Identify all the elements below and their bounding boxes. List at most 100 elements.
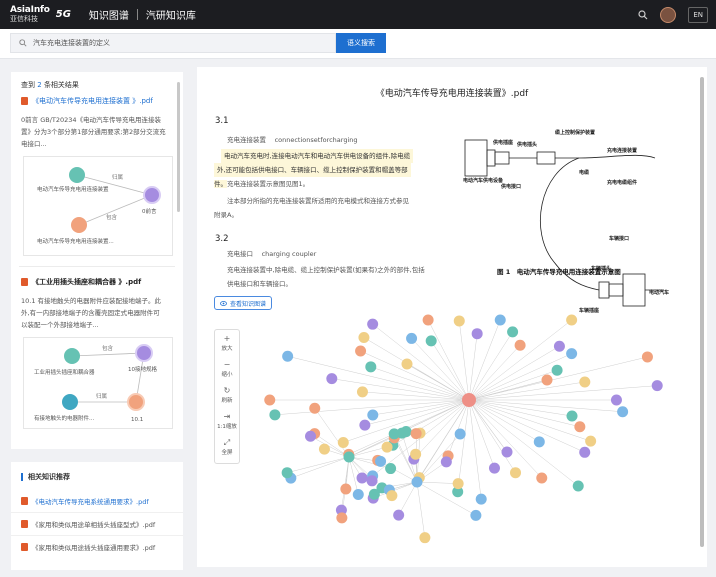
graph-node[interactable]: [64, 348, 80, 364]
graph-node[interactable]: [510, 467, 522, 479]
graph-node[interactable]: [566, 314, 578, 326]
graph-node[interactable]: [359, 419, 371, 431]
graph-node[interactable]: [574, 421, 586, 433]
graph-node[interactable]: [358, 331, 370, 343]
graph-node[interactable]: [641, 351, 653, 363]
graph-node[interactable]: [396, 427, 408, 439]
graph-node[interactable]: [453, 315, 465, 327]
graph-node[interactable]: [452, 478, 464, 490]
graph-node[interactable]: [62, 394, 78, 410]
graph-node[interactable]: [406, 332, 418, 344]
graph-node[interactable]: [355, 345, 367, 357]
graph-node[interactable]: [425, 335, 437, 347]
graph-node[interactable]: [367, 409, 379, 421]
graph-node[interactable]: [269, 409, 281, 421]
graph-node[interactable]: [475, 493, 487, 505]
scrollbar[interactable]: [700, 77, 704, 547]
nav-auto-library[interactable]: 汽研知识库: [145, 11, 196, 22]
graph-node[interactable]: [309, 402, 321, 414]
graph-node[interactable]: [536, 472, 548, 484]
graph-node[interactable]: [381, 441, 393, 453]
graph-node[interactable]: [410, 428, 422, 440]
graph-node[interactable]: [470, 509, 482, 521]
graph-node[interactable]: [143, 186, 161, 204]
graph-hub-node[interactable]: [343, 451, 355, 463]
language-switch[interactable]: EN: [688, 6, 708, 23]
graph-node[interactable]: [127, 393, 145, 411]
search-input[interactable]: 汽车充电连接装置的定义: [10, 33, 336, 53]
graph-node[interactable]: [617, 406, 629, 418]
refresh-button[interactable]: ↻刷新: [221, 385, 233, 404]
graph-node[interactable]: [471, 328, 483, 340]
graph-node[interactable]: [579, 446, 591, 458]
graph-node[interactable]: [507, 326, 519, 338]
scrollbar[interactable]: [177, 82, 180, 212]
graph-node[interactable]: [352, 489, 364, 501]
graph-node[interactable]: [69, 167, 85, 183]
recommendation-item[interactable]: 《电动汽车传导充电系统通用要求》.pdf: [11, 490, 183, 512]
graph-node[interactable]: [335, 504, 347, 516]
graph-node[interactable]: [419, 532, 431, 544]
graph-node[interactable]: [572, 480, 584, 492]
graph-node[interactable]: [305, 430, 317, 442]
graph-node[interactable]: [356, 386, 368, 398]
graph-node[interactable]: [264, 394, 276, 406]
result-mini-graph[interactable]: 工业用插头插座和耦合器 10接地规格 有接地触头的电器附件... 10.1 包含…: [23, 337, 173, 429]
graph-node[interactable]: [71, 217, 87, 233]
reset-scale-button[interactable]: ⇥1:1缩放: [217, 411, 237, 430]
user-avatar[interactable]: [660, 6, 677, 23]
zoom-in-button[interactable]: +放大: [221, 333, 233, 352]
graph-hub-node[interactable]: [541, 374, 553, 386]
zoom-out-button[interactable]: −缩小: [221, 359, 233, 378]
brand-logo[interactable]: AsiaInfo 亚信科技 5G: [10, 5, 71, 24]
recommendation-item[interactable]: 《家用和类似用途单相插头插座型式》.pdf: [11, 512, 183, 535]
semantic-search-button[interactable]: 语义搜索: [336, 33, 386, 53]
graph-node[interactable]: [386, 490, 398, 502]
graph-node[interactable]: [566, 410, 578, 422]
graph-node[interactable]: [488, 462, 500, 474]
knowledge-graph-canvas[interactable]: [257, 312, 707, 567]
graph-node[interactable]: [422, 314, 434, 326]
graph-node[interactable]: [281, 467, 293, 479]
graph-node[interactable]: [318, 443, 330, 455]
search-icon[interactable]: [638, 9, 648, 20]
graph-node[interactable]: [651, 380, 663, 392]
graph-node[interactable]: [514, 339, 526, 351]
graph-node[interactable]: [454, 428, 466, 440]
graph-node[interactable]: [585, 435, 597, 447]
graph-node[interactable]: [553, 340, 565, 352]
graph-hub-node[interactable]: [462, 393, 476, 407]
graph-node[interactable]: [337, 436, 349, 448]
graph-node[interactable]: [393, 509, 405, 521]
graph-node[interactable]: [494, 314, 506, 326]
graph-hub-node[interactable]: [411, 476, 423, 488]
graph-node[interactable]: [533, 436, 545, 448]
graph-node[interactable]: [336, 512, 348, 524]
graph-node[interactable]: [440, 456, 452, 468]
recommendation-item[interactable]: 《家用和类似用途插头插座通用要求》.pdf: [11, 535, 183, 558]
graph-node[interactable]: [410, 448, 422, 460]
graph-node[interactable]: [375, 455, 387, 467]
graph-node[interactable]: [367, 318, 379, 330]
nav-knowledge-graph[interactable]: 知识图谱: [88, 11, 129, 22]
graph-hub-node[interactable]: [501, 446, 513, 458]
view-knowledge-graph-button[interactable]: 查看知识图谱: [214, 296, 272, 310]
graph-node[interactable]: [610, 394, 622, 406]
graph-node[interactable]: [356, 472, 368, 484]
result-title-link[interactable]: 《电动汽车传导充电用连接装置 》.pdf: [11, 94, 183, 108]
graph-node[interactable]: [135, 344, 153, 362]
result-mini-graph[interactable]: 电动汽车传导充电用连接装置 0前言 电动汽车传导充电用连接装置... 归属 包含: [23, 156, 173, 256]
graph-node[interactable]: [282, 350, 294, 362]
graph-node[interactable]: [365, 361, 377, 373]
graph-hub-node[interactable]: [401, 358, 413, 370]
graph-node[interactable]: [366, 475, 378, 487]
graph-node[interactable]: [579, 376, 591, 388]
graph-node[interactable]: [368, 488, 380, 500]
result-title-link[interactable]: 《工业用插头插座和耦合器 》.pdf: [11, 275, 183, 289]
graph-node[interactable]: [551, 364, 563, 376]
graph-node[interactable]: [566, 348, 578, 360]
graph-node[interactable]: [385, 463, 397, 475]
graph-node[interactable]: [326, 373, 338, 385]
graph-node[interactable]: [340, 483, 352, 495]
graph-node[interactable]: [452, 486, 464, 498]
